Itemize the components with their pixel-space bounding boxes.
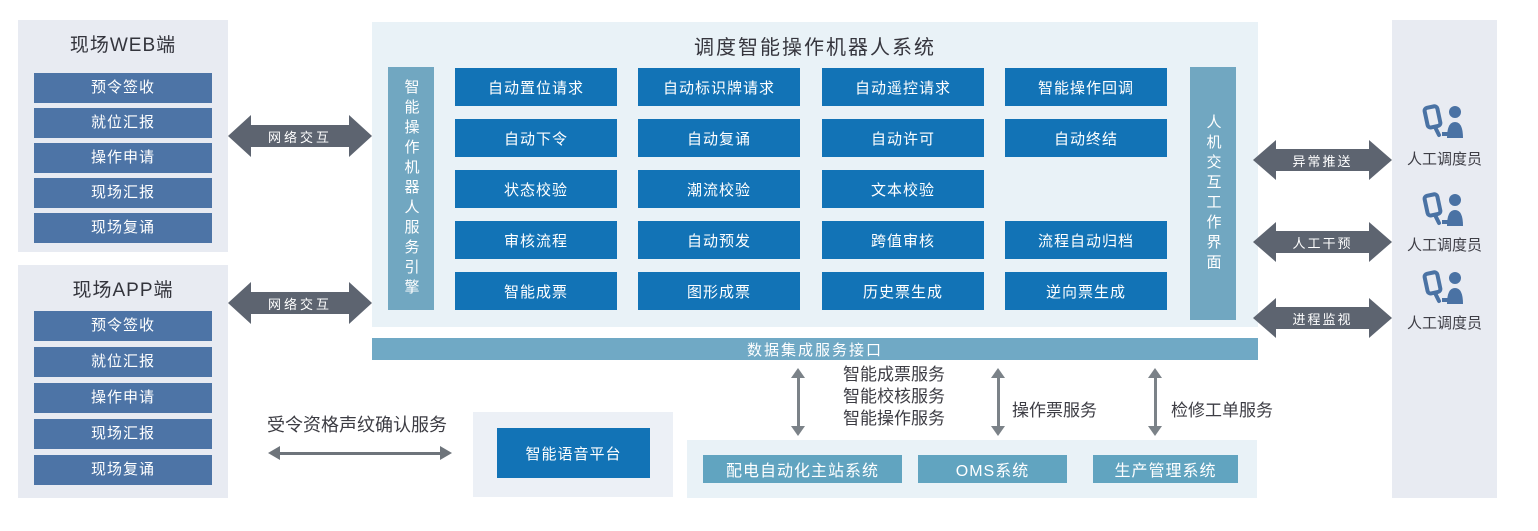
dispatcher-label: 人工调度员 [1406,315,1482,332]
system-production-mgmt[interactable]: 生产管理系统 [1093,455,1238,483]
web-item-inplace-report[interactable]: 就位汇报 [34,108,212,138]
arrow-right-head-icon [349,115,372,157]
web-item-site-repeat[interactable]: 现场复诵 [34,213,212,243]
arrow-right-head-icon [1369,222,1392,262]
func-auto-preissue[interactable]: 自动预发 [638,221,800,259]
func-auto-setpoint-request[interactable]: 自动置位请求 [455,68,617,106]
func-powerflow-check[interactable]: 潮流校验 [638,170,800,208]
arrow-right-head-icon [440,446,452,460]
network-arrow-web: 网络交互 [228,114,372,158]
external-systems-panel: 配电自动化主站系统 OMS系统 生产管理系统 [687,440,1257,498]
arrow-shaft [1153,378,1157,426]
arrow-shaft [796,378,800,426]
arrow-right-head-icon [1369,298,1392,338]
func-auto-finish[interactable]: 自动终结 [1005,119,1167,157]
arrow-shaft [996,378,1000,426]
manual-intervention-arrow: 人工干预 [1253,222,1392,262]
system-oms[interactable]: OMS系统 [918,455,1067,483]
web-item-operation-apply[interactable]: 操作申请 [34,143,212,173]
dispatcher-icon [1422,192,1463,226]
arrow-up-head-icon [791,368,805,378]
dispatcher-icon [1422,104,1463,138]
field-app-title: 现场APP端 [72,280,174,301]
service-label-smart-check: 智能校核服务 [843,387,945,406]
hmi-workbench-bar: 人机交互工作界面 [1190,67,1236,320]
func-auto-permit[interactable]: 自动许可 [822,119,984,157]
app-item-inplace-report[interactable]: 就位汇报 [34,347,212,377]
func-auto-tag-request[interactable]: 自动标识牌请求 [638,68,800,106]
arrow-left-head-icon [268,446,280,460]
arrow-down-head-icon [991,426,1005,436]
voice-platform-button[interactable]: 智能语音平台 [497,428,650,478]
func-auto-archive[interactable]: 流程自动归档 [1005,221,1167,259]
exception-push-label: 异常推送 [1276,149,1369,171]
arrow-down-head-icon [1148,426,1162,436]
arrow-up-head-icon [991,368,1005,378]
field-app-panel: 现场APP端 预令签收 就位汇报 操作申请 现场汇报 现场复诵 [18,265,228,498]
func-history-ticket[interactable]: 历史票生成 [822,272,984,310]
exception-push-arrow: 异常推送 [1253,140,1392,180]
func-text-check[interactable]: 文本校验 [822,170,984,208]
arrow-left-head-icon [228,282,251,324]
func-state-check[interactable]: 状态校验 [455,170,617,208]
arrow-right-head-icon [349,282,372,324]
func-graphic-ticket[interactable]: 图形成票 [638,272,800,310]
network-arrow-web-label: 网络交互 [251,125,349,147]
service-label-smart-ticket: 智能成票服务 [843,365,945,384]
voiceprint-service-label: 受令资格声纹确认服务 [267,415,447,435]
func-cross-shift-review[interactable]: 跨值审核 [822,221,984,259]
arrow-up-head-icon [1148,368,1162,378]
app-item-site-repeat[interactable]: 现场复诵 [34,455,212,485]
func-smart-ticket[interactable]: 智能成票 [455,272,617,310]
network-arrow-app: 网络交互 [228,281,372,325]
app-item-operation-apply[interactable]: 操作申请 [34,383,212,413]
robot-system-panel: 调度智能操作机器人系统 智能操作机器人服务引擎 人机交互工作界面 自动置位请求 … [372,22,1258,327]
app-item-site-report[interactable]: 现场汇报 [34,419,212,449]
data-integration-bus: 数据集成服务接口 [372,338,1258,360]
service-stack-labels: 智能成票服务 智能校核服务 智能操作服务 [843,364,945,430]
func-auto-repeat[interactable]: 自动复诵 [638,119,800,157]
service-engine-bar: 智能操作机器人服务引擎 [388,67,434,310]
service-label-smart-operate: 智能操作服务 [843,409,945,428]
dispatcher-panel: 人工调度员 人工调度员 人工调度员 [1392,20,1497,498]
dispatcher-label: 人工调度员 [1406,151,1482,168]
web-item-site-report[interactable]: 现场汇报 [34,178,212,208]
service-arrow-maint-order [1147,368,1163,436]
arrow-shaft [280,451,440,455]
func-auto-command[interactable]: 自动下令 [455,119,617,157]
arrow-left-head-icon [1253,298,1276,338]
service-arrow-ticket [790,368,806,436]
func-review-flow[interactable]: 审核流程 [455,221,617,259]
field-web-title: 现场WEB端 [69,35,177,56]
app-item-order-sign[interactable]: 预令签收 [34,311,212,341]
func-auto-telecontrol-request[interactable]: 自动遥控请求 [822,68,984,106]
func-reverse-ticket[interactable]: 逆向票生成 [1005,272,1167,310]
service-label-op-ticket: 操作票服务 [1012,401,1097,420]
dispatcher-label: 人工调度员 [1406,237,1482,254]
process-monitor-label: 进程监视 [1276,307,1369,329]
process-monitor-arrow: 进程监视 [1253,298,1392,338]
arrow-right-head-icon [1369,140,1392,180]
service-label-maint-order: 检修工单服务 [1171,401,1273,420]
voiceprint-service-arrow [268,446,452,460]
robot-system-title: 调度智能操作机器人系统 [694,37,936,59]
field-web-panel: 现场WEB端 预令签收 就位汇报 操作申请 现场汇报 现场复诵 [18,20,228,252]
dispatcher-icon [1422,270,1463,304]
network-arrow-app-label: 网络交互 [251,292,349,314]
service-arrow-op-ticket [990,368,1006,436]
manual-intervention-label: 人工干预 [1276,231,1369,253]
arrow-left-head-icon [228,115,251,157]
arrow-left-head-icon [1253,140,1276,180]
func-smart-operation-callback[interactable]: 智能操作回调 [1005,68,1167,106]
system-distribution-master[interactable]: 配电自动化主站系统 [703,455,902,483]
arrow-left-head-icon [1253,222,1276,262]
arrow-down-head-icon [791,426,805,436]
web-item-order-sign[interactable]: 预令签收 [34,73,212,103]
